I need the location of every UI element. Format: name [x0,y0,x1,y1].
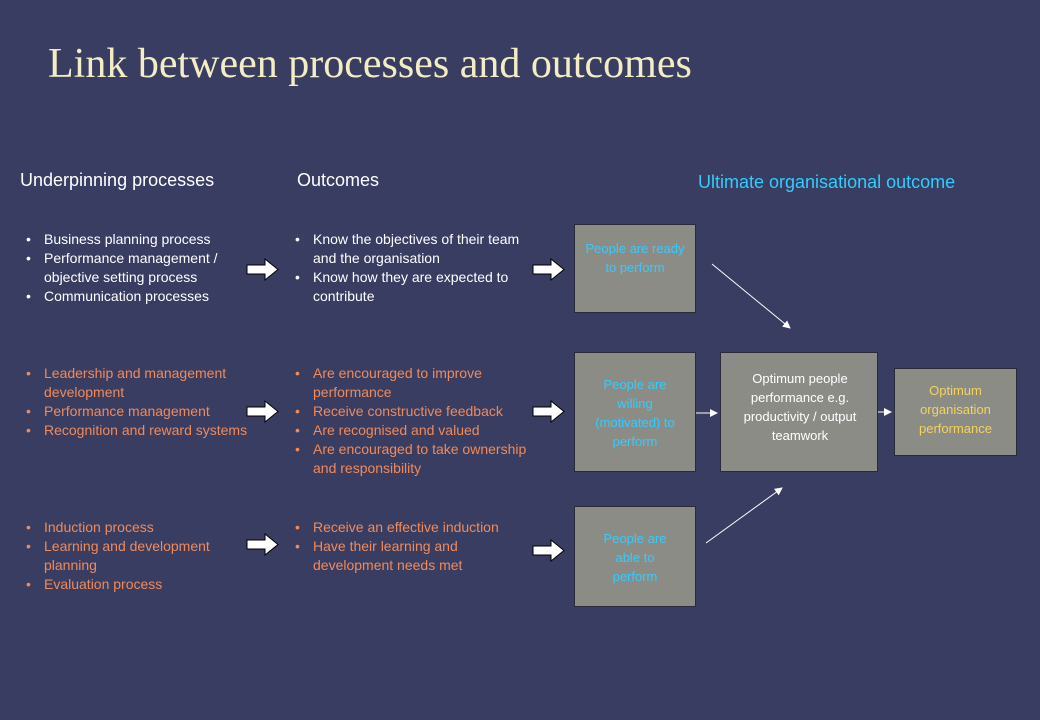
list-item: Receive an effective induction [293,518,538,537]
list-item: Are encouraged to improve performance [293,364,538,402]
box-optimum-people: Optimum people performance e.g. producti… [720,352,878,472]
ultimate-header: Ultimate organisational outcome [698,172,956,192]
outcomes-header: Outcomes [297,170,380,190]
page-title: Link between processes and outcomes [48,41,692,87]
row3-processes-list: Induction process Learning and developme… [24,518,254,594]
box-ready: People are ready to perform [574,224,696,313]
list-item: Know how they are expected to contribute [293,268,533,306]
list-item: Are recognised and valued [293,421,538,440]
list-item: Business planning process [24,230,256,249]
box-able: People are able to perform [574,506,696,607]
row2-processes-list: Leadership and management development Pe… [24,364,264,440]
block-arrow-icon [246,257,565,563]
row2-outcomes-list: Are encouraged to improve performance Re… [293,364,538,478]
row1-outcomes-list: Know the objectives of their team and th… [293,230,533,306]
list-item: Are encouraged to take ownership and res… [293,440,538,478]
box-optimum-org: Optimum organisation performance [894,368,1017,456]
box-willing: People are willing (motivated) to perfor… [574,352,696,472]
arrow-line [705,487,783,544]
row3-outcomes-list: Receive an effective induction Have thei… [293,518,538,575]
arrow-line [711,263,791,329]
list-item: Recognition and reward systems [24,421,264,440]
list-item: Learning and development planning [24,537,254,575]
list-item: Have their learning and development need… [293,537,538,575]
list-item: Know the objectives of their team and th… [293,230,533,268]
row1-processes-list: Business planning process Performance ma… [24,230,256,306]
list-item: Communication processes [24,287,256,306]
list-item: Performance management / objective setti… [24,249,256,287]
list-item: Evaluation process [24,575,254,594]
list-item: Leadership and management development [24,364,264,402]
list-item: Performance management [24,402,264,421]
list-item: Induction process [24,518,254,537]
list-item: Receive constructive feedback [293,402,538,421]
processes-header: Underpinning processes [20,170,215,190]
